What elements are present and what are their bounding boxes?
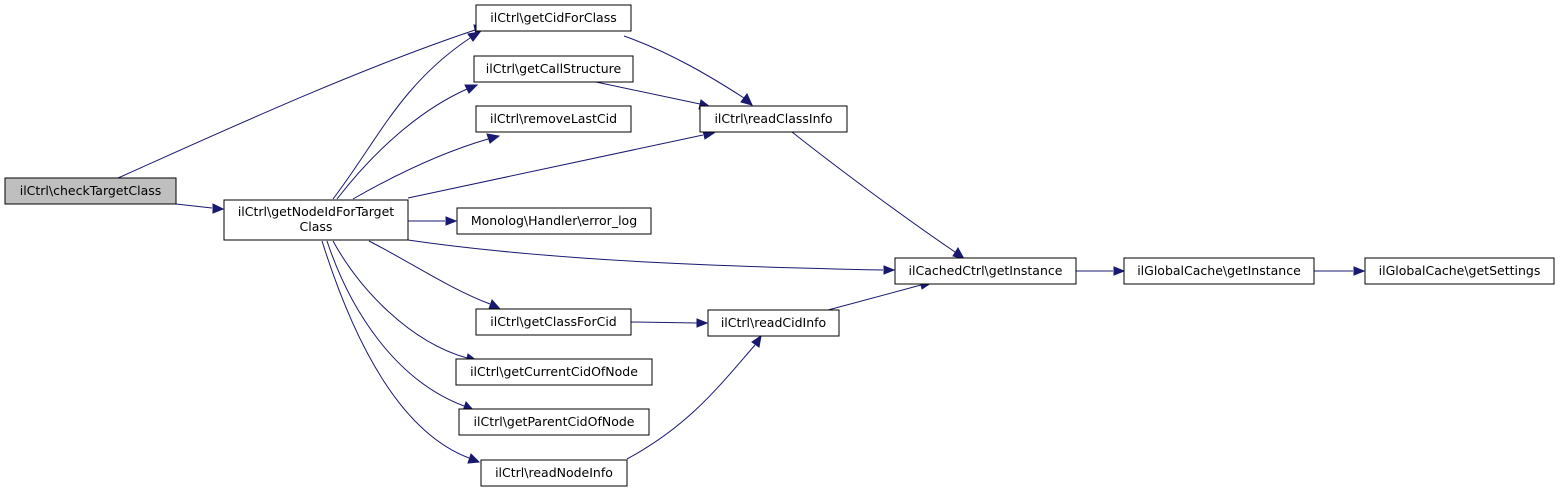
edge-getNodeIdForTargetClass-removeLastCid: [352, 133, 501, 200]
edge-getNodeIdForTargetClass-readClassInfo: [407, 130, 716, 199]
graph-nodes: ilCtrl\checkTargetClass ilCtrl\getNodeId…: [4, 4, 1555, 487]
node-globalGetInstance[interactable]: ilGlobalCache\getInstance: [1123, 257, 1315, 285]
node-getNodeIdForTargetClass[interactable]: ilCtrl\getNodeIdForTarget Class: [223, 199, 409, 241]
node-readCidInfo[interactable]: ilCtrl\readCidInfo: [707, 309, 840, 337]
node-cachedGetInstance[interactable]: ilCachedCtrl\getInstance: [894, 257, 1077, 285]
node-getCidForClass[interactable]: ilCtrl\getCidForClass: [475, 4, 632, 32]
node-error_log[interactable]: Monolog\Handler\error_log: [456, 207, 652, 235]
node-label: ilCtrl\getCurrentCidOfNode: [470, 364, 638, 379]
node-getSettings[interactable]: ilGlobalCache\getSettings: [1364, 257, 1555, 285]
edge-getCallStructure-readClassInfo: [595, 81, 712, 110]
edge-checkTargetClass-getNodeIdForTargetClass: [175, 203, 225, 214]
node-label: ilCtrl\checkTargetClass: [20, 183, 162, 198]
node-label: ilCtrl\readClassInfo: [714, 111, 832, 126]
graph-edges: [117, 24, 1366, 464]
node-label-line1: ilCtrl\getNodeIdForTarget: [238, 204, 394, 219]
node-label: ilCtrl\getParentCidOfNode: [474, 414, 635, 429]
edge-getClassForCid-readCidInfo: [630, 318, 709, 328]
edge-readClassInfo-cachedGetInstance: [791, 131, 966, 260]
node-label: ilCtrl\readNodeInfo: [495, 465, 613, 480]
node-label: ilCtrl\getClassForCid: [490, 314, 616, 329]
node-label: ilCtrl\getCidForClass: [490, 10, 616, 25]
node-label: Monolog\Handler\error_log: [471, 213, 637, 228]
node-checkTargetClass[interactable]: ilCtrl\checkTargetClass: [4, 177, 177, 205]
node-label: ilCtrl\removeLastCid: [490, 111, 617, 126]
node-label: ilCtrl\getCallStructure: [486, 61, 622, 76]
edge-readCidInfo-cachedGetInstance: [827, 280, 933, 311]
node-label: ilCtrl\readCidInfo: [721, 315, 826, 330]
edge-getNodeIdForTargetClass-getCurrentCidOfNode: [332, 240, 479, 364]
edge-checkTargetClass-getCidForClass: [117, 24, 488, 179]
edge-getNodeIdForTargetClass-getClassForCid: [368, 240, 502, 310]
node-readClassInfo[interactable]: ilCtrl\readClassInfo: [699, 105, 848, 133]
node-label-line2: Class: [300, 219, 333, 234]
edge-readNodeInfo-readCidInfo: [626, 334, 762, 460]
edge-getNodeIdForTargetClass-cachedGetInstance: [407, 239, 896, 275]
node-getParentCidOfNode[interactable]: ilCtrl\getParentCidOfNode: [458, 408, 650, 436]
edge-getCidForClass-readClassInfo: [623, 35, 753, 106]
node-getCallStructure[interactable]: ilCtrl\getCallStructure: [473, 55, 634, 83]
node-label: ilGlobalCache\getInstance: [1137, 263, 1301, 278]
node-readNodeInfo[interactable]: ilCtrl\readNodeInfo: [480, 459, 628, 487]
edge-getNodeIdForTargetClass-getCallStructure: [336, 84, 479, 200]
node-getClassForCid[interactable]: ilCtrl\getClassForCid: [475, 308, 632, 336]
node-getCurrentCidOfNode[interactable]: ilCtrl\getCurrentCidOfNode: [455, 358, 653, 386]
edge-getNodeIdForTargetClass-getCidForClass: [332, 31, 482, 200]
edge-globalGetInstance-getSettings: [1314, 266, 1366, 276]
node-label: ilGlobalCache\getSettings: [1379, 263, 1541, 278]
edge-getNodeIdForTargetClass-readNodeInfo: [321, 240, 481, 464]
node-label: ilCachedCtrl\getInstance: [909, 263, 1063, 278]
edge-getNodeIdForTargetClass-error_log: [408, 216, 458, 226]
edge-cachedGetInstance-globalGetInstance: [1076, 266, 1126, 276]
node-removeLastCid[interactable]: ilCtrl\removeLastCid: [475, 105, 632, 133]
